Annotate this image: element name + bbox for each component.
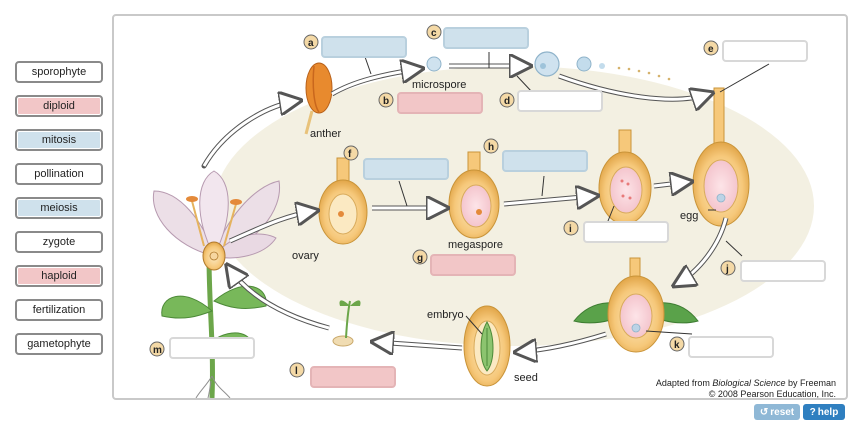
badge-c: c bbox=[426, 24, 442, 40]
reset-icon: ↺ bbox=[759, 406, 769, 418]
drop-target-d[interactable] bbox=[517, 90, 603, 112]
ovule-f-illustration bbox=[318, 157, 368, 245]
bank-tile-pollination[interactable]: pollination bbox=[15, 163, 103, 185]
seedling-illustration bbox=[332, 300, 361, 347]
svg-text:b: b bbox=[383, 96, 389, 107]
background-ellipse bbox=[214, 66, 814, 346]
anther-illustration bbox=[304, 62, 333, 135]
drop-target-c[interactable] bbox=[443, 27, 529, 49]
life-cycle-diagram-panel: anther microspore ovary megaspore bbox=[112, 14, 848, 400]
drop-target-k[interactable] bbox=[688, 336, 774, 358]
bank-tile-haploid[interactable]: haploid bbox=[15, 265, 103, 287]
bank-tile-diploid[interactable]: diploid bbox=[15, 95, 103, 117]
pollen-grain-illustration bbox=[534, 51, 560, 77]
badge-l: l bbox=[289, 362, 305, 378]
egg-label: egg bbox=[680, 210, 698, 222]
badge-e: e bbox=[703, 40, 719, 56]
badge-g: g bbox=[412, 249, 428, 265]
drop-target-a[interactable] bbox=[321, 36, 407, 58]
svg-text:e: e bbox=[708, 44, 714, 55]
badge-h: h bbox=[483, 138, 499, 154]
drop-target-h[interactable] bbox=[502, 150, 588, 172]
letter-badges: a b c d e f g h i j k l m bbox=[149, 24, 736, 378]
seed-illustration bbox=[463, 305, 511, 387]
badge-b: b bbox=[378, 92, 394, 108]
credit-suffix: by Freeman bbox=[785, 378, 836, 388]
drop-target-i[interactable] bbox=[583, 221, 669, 243]
ovule-egg-illustration bbox=[692, 87, 750, 227]
bank-tile-zygote[interactable]: zygote bbox=[15, 231, 103, 253]
bank-tile-sporophyte[interactable]: sporophyte bbox=[15, 61, 103, 83]
pollen-trail bbox=[617, 66, 671, 81]
svg-text:c: c bbox=[431, 28, 437, 39]
help-label: help bbox=[817, 406, 839, 418]
drop-target-g[interactable] bbox=[430, 254, 516, 276]
cycle-arrows bbox=[201, 66, 729, 352]
bank-tile-gametophyte[interactable]: gametophyte bbox=[15, 333, 103, 355]
badge-i: i bbox=[563, 220, 579, 236]
svg-text:d: d bbox=[504, 96, 510, 107]
drop-target-f[interactable] bbox=[363, 158, 449, 180]
svg-text:f: f bbox=[348, 149, 352, 160]
bank-tile-mitosis[interactable]: mitosis bbox=[15, 129, 103, 151]
svg-text:i: i bbox=[569, 224, 572, 235]
svg-text:j: j bbox=[725, 264, 729, 275]
badge-k: k bbox=[669, 336, 685, 352]
flower-illustration bbox=[152, 170, 281, 398]
drop-target-e[interactable] bbox=[722, 40, 808, 62]
ovary-label: ovary bbox=[292, 250, 319, 262]
credit-copyright: © 2008 Pearson Education, Inc. bbox=[708, 389, 836, 399]
drop-target-m[interactable] bbox=[169, 337, 255, 359]
badge-m: m bbox=[149, 341, 165, 357]
drop-target-l[interactable] bbox=[310, 366, 396, 388]
svg-text:g: g bbox=[417, 253, 423, 264]
seed-label: seed bbox=[514, 372, 538, 384]
fertilized-ovule-illustration bbox=[573, 257, 699, 353]
badge-a: a bbox=[303, 34, 319, 50]
reset-button[interactable]: ↺ reset bbox=[754, 404, 800, 420]
ovule-i-illustration bbox=[598, 129, 652, 225]
svg-text:h: h bbox=[488, 142, 494, 153]
megaspore-label: megaspore bbox=[448, 239, 503, 251]
badge-d: d bbox=[499, 92, 515, 108]
badge-f: f bbox=[343, 145, 359, 161]
ovule-h-illustration bbox=[448, 151, 500, 239]
credit-text: Adapted from Biological Science by Freem… bbox=[655, 378, 836, 399]
credit-prefix: Adapted from bbox=[655, 378, 713, 388]
pollen-grain-small bbox=[576, 56, 592, 72]
svg-text:m: m bbox=[153, 345, 162, 356]
embryo-label: embryo bbox=[427, 309, 464, 321]
credit-book-title: Biological Science bbox=[712, 378, 786, 388]
help-icon: ? bbox=[809, 406, 816, 418]
svg-text:a: a bbox=[308, 38, 314, 49]
bank-tile-fertilization[interactable]: fertilization bbox=[15, 299, 103, 321]
reset-label: reset bbox=[770, 406, 795, 418]
bank-tile-meiosis[interactable]: meiosis bbox=[15, 197, 103, 219]
badge-j: j bbox=[720, 260, 736, 276]
drop-target-b[interactable] bbox=[397, 92, 483, 114]
svg-text:l: l bbox=[295, 366, 298, 377]
svg-text:k: k bbox=[674, 340, 680, 351]
help-button[interactable]: ? help bbox=[803, 404, 845, 420]
anther-label: anther bbox=[310, 128, 342, 140]
microspore-illustration bbox=[426, 56, 442, 72]
microspore-label: microspore bbox=[412, 79, 466, 91]
drop-target-j[interactable] bbox=[740, 260, 826, 282]
life-cycle-illustration: anther microspore ovary megaspore bbox=[149, 24, 814, 398]
